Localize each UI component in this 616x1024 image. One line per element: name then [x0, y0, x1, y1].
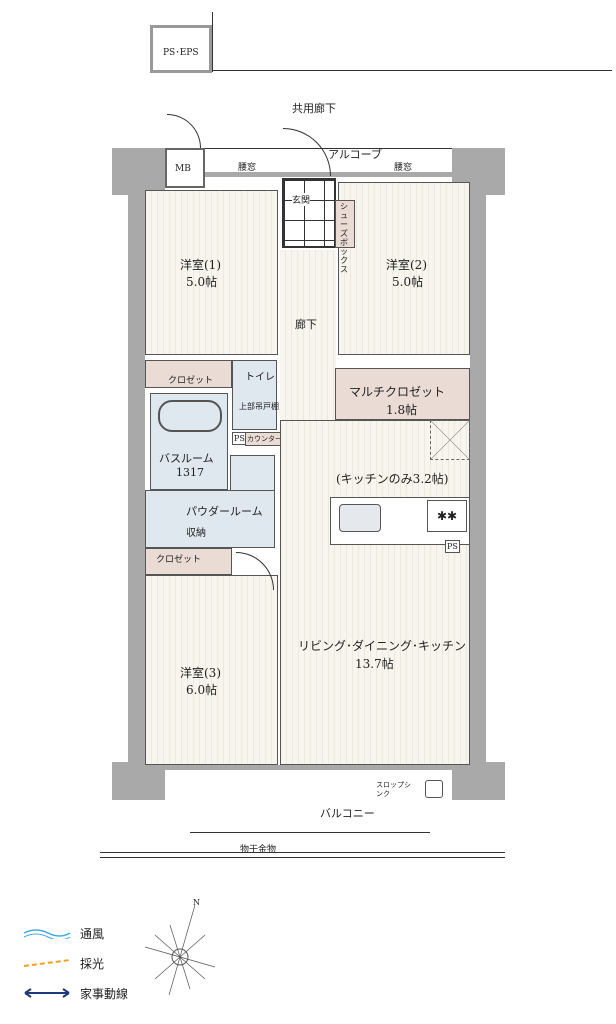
room-2	[338, 182, 470, 355]
right-wall	[470, 185, 486, 770]
hallway	[280, 250, 336, 420]
slop-sink-icon	[425, 780, 443, 798]
room-1	[145, 190, 278, 355]
bathroom-size: 1317	[176, 466, 204, 479]
legend-item-daylight: 採光	[22, 948, 128, 978]
room-1-name: 洋室(1)	[180, 258, 221, 272]
legend-label: 採光	[80, 956, 105, 971]
double-arrow-icon	[24, 988, 70, 998]
room-3-size: 6.0帖	[186, 683, 218, 697]
compass-north-label: N	[193, 898, 200, 907]
compass-icon	[144, 904, 216, 995]
left-wall	[128, 185, 145, 770]
upper-cabinet-label: 上部吊戸棚	[239, 402, 279, 411]
column	[112, 762, 165, 800]
entrance-floor: 玄関	[282, 178, 336, 248]
closet-1-label: クロゼット	[168, 376, 214, 386]
room-3	[145, 575, 278, 765]
legend-item-ventilation: 通風	[22, 918, 128, 948]
mb-label: MB	[175, 164, 191, 174]
closet-3-label: クロゼット	[156, 555, 202, 565]
drying-rack-line	[190, 832, 430, 833]
corridor-label: 共用廊下	[292, 102, 336, 115]
alcove-label: アルコーブ	[328, 148, 383, 161]
toilet-label: トイレ	[245, 372, 275, 383]
entrance-label: 玄関	[292, 193, 311, 206]
slop-sink-label: スロップシンク	[376, 781, 411, 798]
counter-label: カウンター	[245, 432, 284, 446]
corridor-line	[212, 70, 612, 71]
room-2-name: 洋室(2)	[386, 258, 427, 272]
room-3-name: 洋室(3)	[180, 666, 221, 680]
ldk-name: リビング･ダイニング･キッチン	[298, 639, 467, 653]
sink-icon	[339, 504, 381, 532]
column	[452, 762, 505, 800]
mb-door[interactable]	[167, 114, 201, 148]
legend-label: 通風	[80, 926, 105, 941]
cabinet-mark	[430, 420, 470, 460]
legend-label: 家事動線	[80, 986, 129, 1001]
daylight-icon	[23, 959, 71, 967]
multi-closet: マルチクロゼット 1.8帖	[335, 368, 470, 420]
multi-closet-size: 1.8帖	[386, 403, 418, 417]
room-2-size: 5.0帖	[392, 275, 424, 289]
closet-3: クロゼット	[145, 548, 232, 575]
ps-label-2: PS	[445, 540, 460, 553]
bathtub-icon	[158, 400, 222, 432]
ldk-size: 13.7帖	[355, 657, 394, 671]
bathroom: バスルーム 1317	[150, 393, 228, 490]
kitchen-counter: ✱✱	[330, 497, 470, 545]
shoe-box-label: シューズボックス	[340, 202, 348, 274]
closet-1: クロゼット	[145, 360, 232, 388]
powder-room-label: パウダールーム	[186, 505, 263, 518]
window-label-2: 腰窓	[394, 163, 413, 173]
stove-icon: ✱✱	[427, 500, 467, 532]
bottom-wall	[165, 765, 452, 770]
legend-item-housework-route: 家事動線	[22, 978, 128, 1008]
toilet: トイレ 上部吊戸棚	[232, 360, 279, 430]
bathroom-name: バスルーム	[159, 452, 214, 465]
storage-label: 収納	[186, 528, 206, 539]
balcony-railing	[100, 852, 505, 858]
drying-rack-label: 物干金物	[240, 845, 277, 855]
kitchen-only-label: (キッチンのみ3.2帖)	[336, 472, 449, 486]
legend: 通風 採光 家事動線	[22, 918, 128, 1008]
ventilation-icon	[23, 929, 71, 939]
hallway-label: 廊下	[295, 318, 317, 331]
powder-room: パウダールーム 収納	[145, 490, 275, 548]
window-label-1: 腰窓	[238, 163, 257, 173]
mb-box: MB	[165, 148, 205, 188]
ps-eps-box: PS･EPS	[150, 25, 212, 73]
multi-closet-name: マルチクロゼット	[349, 385, 446, 399]
corridor-line	[212, 12, 213, 72]
ps-eps-label: PS･EPS	[163, 48, 199, 58]
ldk	[280, 420, 470, 765]
entrance-door[interactable]	[283, 128, 331, 176]
room-3-door[interactable]	[236, 552, 274, 590]
room-1-size: 5.0帖	[186, 275, 218, 289]
shoe-box: シューズボックス	[335, 200, 355, 274]
balcony-label: バルコニー	[320, 807, 375, 820]
